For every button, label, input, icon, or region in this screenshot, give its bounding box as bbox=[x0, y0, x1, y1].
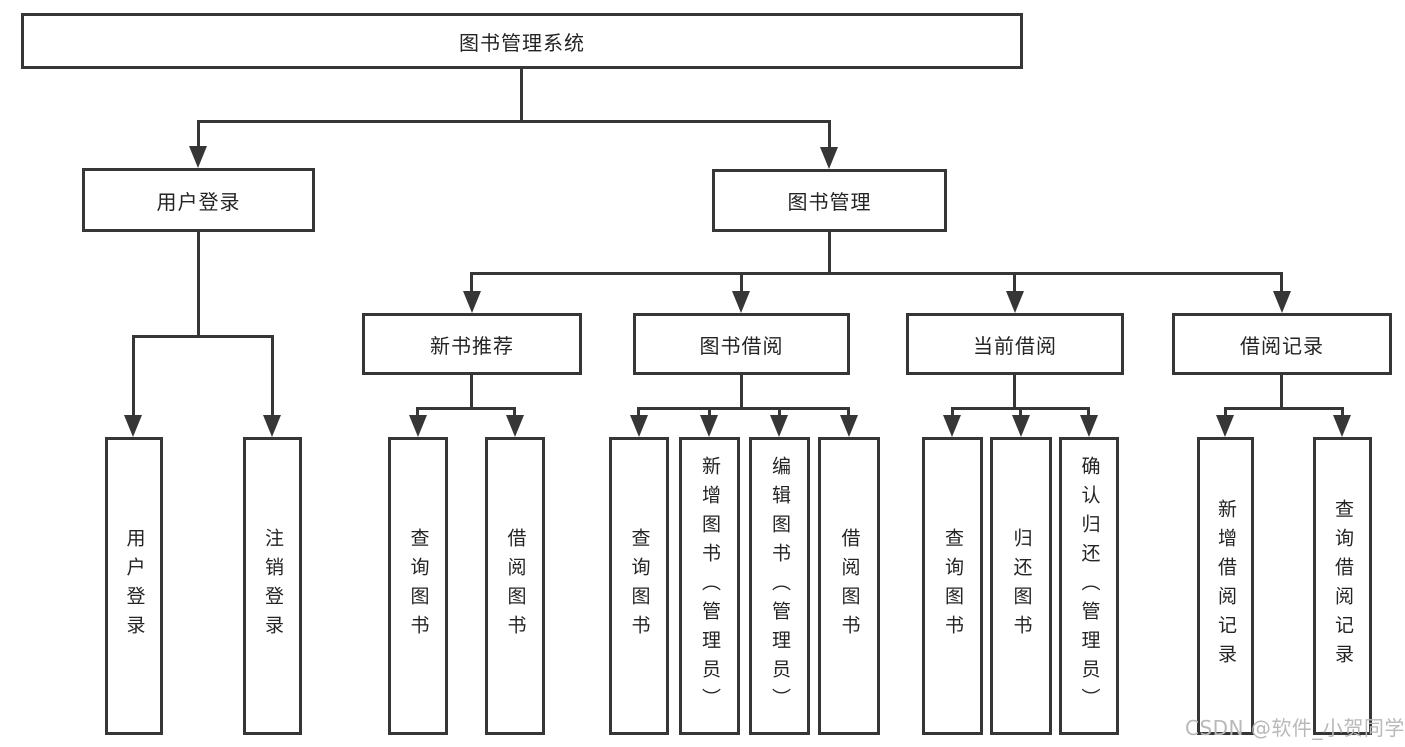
connector-line bbox=[828, 120, 831, 151]
node-label: 编辑图书（管理员） bbox=[769, 455, 791, 717]
connector-line bbox=[1280, 375, 1283, 409]
node-label: 新增借阅记录 bbox=[1215, 499, 1237, 673]
arrow-down-icon bbox=[700, 415, 718, 437]
leaf-logout: 注销登录 bbox=[243, 437, 302, 735]
leaf-edit-books-admin: 编辑图书（管理员） bbox=[749, 437, 810, 735]
connector-line bbox=[708, 407, 711, 419]
connector-line bbox=[1280, 272, 1283, 296]
node-library-system: 图书管理系统 bbox=[21, 13, 1023, 69]
node-label: 查询图书 bbox=[407, 528, 430, 644]
node-label: 查询图书 bbox=[942, 528, 964, 644]
node-new-book-recommendation: 新书推荐 bbox=[362, 313, 582, 375]
connector-line bbox=[132, 335, 274, 338]
connector-line bbox=[1013, 375, 1016, 409]
connector-line bbox=[740, 375, 743, 409]
node-label: 新增图书（管理员） bbox=[699, 455, 721, 717]
connector-line bbox=[197, 232, 200, 338]
arrow-down-icon bbox=[630, 415, 648, 437]
connector-line bbox=[637, 407, 640, 419]
arrow-down-icon bbox=[189, 146, 207, 168]
connector-line bbox=[132, 335, 135, 419]
arrow-down-icon bbox=[463, 291, 481, 313]
node-label: 借阅图书 bbox=[838, 528, 861, 644]
node-label: 新书推荐 bbox=[430, 333, 514, 358]
leaf-user-login: 用户登录 bbox=[105, 437, 163, 735]
connector-line bbox=[1013, 272, 1016, 296]
connector-line bbox=[197, 120, 200, 150]
arrow-down-icon bbox=[1012, 415, 1030, 437]
arrow-down-icon bbox=[506, 415, 524, 437]
node-label: 归还图书 bbox=[1010, 528, 1033, 644]
node-label: 确认归还（管理员） bbox=[1078, 455, 1101, 717]
connector-line bbox=[416, 407, 516, 410]
arrow-down-icon bbox=[1006, 291, 1024, 313]
leaf-query-books-current: 查询图书 bbox=[922, 437, 983, 735]
leaf-query-books-recommend: 查询图书 bbox=[388, 437, 448, 735]
node-label: 借阅图书 bbox=[504, 528, 527, 644]
connector-line bbox=[470, 272, 1283, 275]
leaf-add-borrow-record: 新增借阅记录 bbox=[1197, 437, 1254, 735]
leaf-borrow-books: 借阅图书 bbox=[818, 437, 880, 735]
node-label: 图书管理系统 bbox=[459, 30, 585, 55]
node-label: 查询图书 bbox=[628, 528, 651, 644]
leaf-return-books: 归还图书 bbox=[990, 437, 1052, 735]
node-label: 当前借阅 bbox=[973, 333, 1057, 358]
node-label: 用户登录 bbox=[156, 189, 241, 214]
node-label: 注销登录 bbox=[262, 528, 284, 644]
node-book-management: 图书管理 bbox=[712, 169, 947, 232]
node-label: 用户登录 bbox=[123, 528, 146, 644]
arrow-down-icon bbox=[1080, 415, 1098, 437]
node-user-login: 用户登录 bbox=[82, 168, 315, 232]
leaf-query-borrow-record: 查询借阅记录 bbox=[1313, 437, 1372, 735]
connector-line bbox=[1224, 407, 1344, 410]
arrow-down-icon bbox=[1273, 291, 1291, 313]
connector-line bbox=[847, 407, 850, 419]
connector-line bbox=[513, 407, 516, 419]
arrow-down-icon bbox=[840, 415, 858, 437]
arrow-down-icon bbox=[263, 415, 281, 437]
arrow-down-icon bbox=[820, 147, 838, 169]
node-label: 图书管理 bbox=[787, 190, 872, 214]
connector-line bbox=[1341, 407, 1344, 419]
arrow-down-icon bbox=[943, 415, 961, 437]
connector-line bbox=[470, 375, 473, 409]
connector-line bbox=[740, 272, 743, 296]
connector-line bbox=[470, 272, 473, 296]
connector-line bbox=[271, 335, 274, 419]
node-label: 借阅记录 bbox=[1240, 333, 1324, 358]
arrow-down-icon bbox=[409, 415, 427, 437]
arrow-down-icon bbox=[1216, 415, 1234, 437]
leaf-add-books-admin: 新增图书（管理员） bbox=[679, 437, 740, 735]
leaf-query-books-borrowing: 查询图书 bbox=[609, 437, 669, 735]
connector-line bbox=[951, 407, 954, 419]
node-book-borrowing: 图书借阅 bbox=[633, 313, 850, 375]
connector-line bbox=[1019, 407, 1022, 419]
connector-line bbox=[778, 407, 781, 419]
connector-line bbox=[637, 407, 850, 410]
connector-line bbox=[520, 68, 523, 123]
connector-line bbox=[197, 120, 831, 123]
leaf-borrow-books-recommend: 借阅图书 bbox=[485, 437, 545, 735]
node-borrowing-records: 借阅记录 bbox=[1172, 313, 1392, 375]
arrow-down-icon bbox=[732, 291, 750, 313]
connector-line bbox=[1224, 407, 1227, 419]
watermark: CSDN @软件_小贺同学 bbox=[1185, 716, 1405, 740]
arrow-down-icon bbox=[1333, 415, 1351, 437]
node-label: 图书借阅 bbox=[699, 333, 784, 358]
arrow-down-icon bbox=[124, 415, 142, 437]
arrow-down-icon bbox=[770, 415, 788, 437]
connector-line bbox=[828, 232, 831, 275]
connector-line bbox=[416, 407, 419, 419]
node-current-borrowing: 当前借阅 bbox=[906, 313, 1124, 375]
connector-line bbox=[1087, 407, 1090, 419]
leaf-confirm-return-admin: 确认归还（管理员） bbox=[1059, 437, 1119, 735]
node-label: 查询借阅记录 bbox=[1332, 499, 1354, 673]
